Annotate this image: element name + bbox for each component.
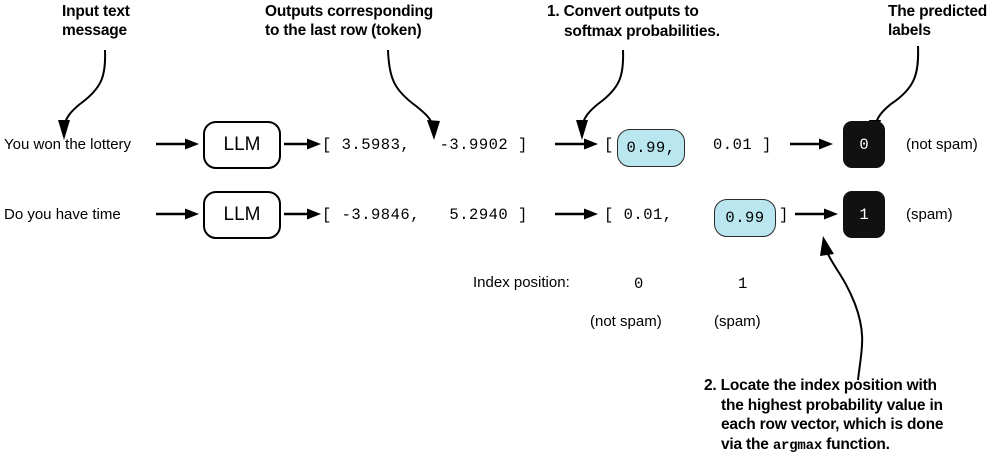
argmax-function-name: argmax xyxy=(772,437,823,454)
annotation-predicted-labels-heading: The predicted labels xyxy=(888,3,988,39)
annotation-input-text-heading: Input text message xyxy=(62,3,130,39)
row-1-llm-box: LLM xyxy=(203,121,281,169)
row-2-probs-rest: ] xyxy=(779,206,789,224)
step2-line4-prefix: via the xyxy=(721,435,773,453)
row-1-probability-highlight: 0.99, xyxy=(617,129,685,167)
row-2-llm-box: LLM xyxy=(203,191,281,239)
row-2-probability-highlight: 0.99 xyxy=(714,199,776,237)
curved-arrow-step1 xyxy=(576,49,625,140)
row-2-probs-open: [ 0.01, xyxy=(604,206,673,224)
row-2-input-text: Do you have time xyxy=(4,206,121,223)
step2-line3: each row vector, which is done xyxy=(721,416,944,433)
index-name-0: (not spam) xyxy=(590,313,662,330)
row-1-probs-rest: 0.01 ] xyxy=(713,136,772,154)
row-1-arrow-input-to-llm xyxy=(156,138,199,150)
index-position-1: 1 xyxy=(738,275,748,293)
step2-line4-suffix: function. xyxy=(822,435,890,453)
step2-number: 2. xyxy=(704,377,717,394)
row-1-probs-open-bracket: [ xyxy=(604,136,614,154)
step2-line4: via the argmax function. xyxy=(704,435,1004,457)
row-1-arrow-logits-to-probs xyxy=(555,138,598,150)
row-2-label-name: (spam) xyxy=(906,206,953,223)
annotation-step1-heading: 1. Convert outputs to softmax probabilit… xyxy=(547,2,720,41)
index-position-0: 0 xyxy=(634,275,644,293)
row-1-logits: [ 3.5983, -3.9902 ] xyxy=(322,136,528,154)
step1-line1: Convert outputs to xyxy=(563,3,699,20)
curved-arrow-step2 xyxy=(820,236,864,381)
row-1-arrow-probs-to-label xyxy=(790,138,833,150)
row-1-input-text: You won the lottery xyxy=(4,136,132,153)
row-2-logits: [ -3.9846, 5.2940 ] xyxy=(322,206,528,224)
step1-number: 1. xyxy=(547,3,560,20)
row-1-label-name: (not spam) xyxy=(906,136,978,153)
row-2-arrow-probs-to-label xyxy=(795,208,838,220)
step1-line2: softmax probabilities. xyxy=(564,22,720,40)
annotation-step2-heading: 2. Locate the index position with the hi… xyxy=(704,376,1004,456)
row-2-arrow-llm-to-logits xyxy=(284,208,321,220)
step2-line2: the highest probability value in xyxy=(721,396,943,414)
row-1-arrow-llm-to-logits xyxy=(284,138,321,150)
curved-arrow-input-text xyxy=(58,49,107,140)
curved-arrow-outputs xyxy=(387,49,440,140)
row-2-arrow-logits-to-probs xyxy=(555,208,598,220)
row-1-predicted-label-box: 0 xyxy=(843,121,885,168)
index-name-1: (spam) xyxy=(714,313,761,330)
row-2-predicted-label-box: 1 xyxy=(843,191,885,238)
annotation-outputs-heading: Outputs corresponding to the last row (t… xyxy=(265,3,434,39)
index-position-label: Index position: xyxy=(473,274,570,291)
row-2-arrow-input-to-llm xyxy=(156,208,199,220)
step2-line1: Locate the index position with xyxy=(720,377,937,394)
